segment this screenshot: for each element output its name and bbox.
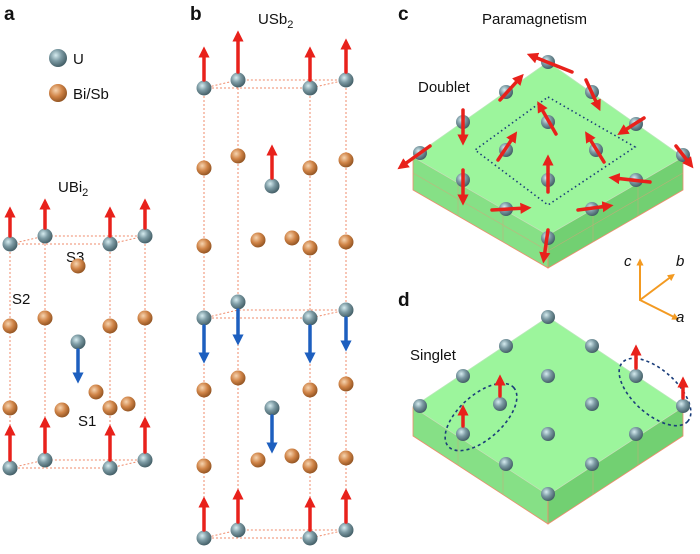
singlet-dimer-right	[618, 357, 692, 427]
panel-label-c: c	[398, 4, 409, 25]
axis-b-label: b	[676, 253, 684, 270]
ubi2-title: UBi2	[58, 179, 88, 199]
axis-c-label: c	[624, 253, 632, 270]
singlet-atoms	[413, 310, 690, 501]
ubi2-cell	[9, 235, 146, 469]
usb2-atoms	[196, 72, 354, 546]
axis-a-label: a	[676, 309, 684, 326]
usb2-title: USb2	[258, 11, 293, 31]
singlet-label: Singlet	[410, 347, 457, 364]
paramagnetism-spins	[397, 52, 694, 264]
legend-bisb-swatch	[49, 84, 67, 102]
site-s1-label: S1	[78, 413, 96, 430]
singlet-spins	[457, 344, 689, 428]
panel-label-d: d	[398, 290, 410, 311]
panel-label-b: b	[190, 4, 202, 25]
singlet-slab	[412, 316, 692, 525]
usb2-spins	[198, 30, 352, 532]
legend-u-swatch	[49, 49, 67, 67]
legend: U Bi/Sb	[49, 49, 109, 103]
crystal-axes	[636, 258, 680, 320]
ubi2-atoms	[2, 228, 153, 476]
legend-u-label: U	[73, 51, 84, 68]
doublet-label: Doublet	[418, 79, 471, 96]
usb2-cell	[203, 79, 347, 539]
singlet-dimer-left	[444, 382, 518, 452]
ubi2-spins	[4, 198, 151, 462]
paramagnetism-slab	[412, 61, 684, 269]
panel-label-a: a	[4, 4, 15, 25]
paramagnetism-title: Paramagnetism	[482, 11, 587, 28]
legend-bisb-label: Bi/Sb	[73, 86, 109, 103]
site-s2-label: S2	[12, 291, 30, 308]
